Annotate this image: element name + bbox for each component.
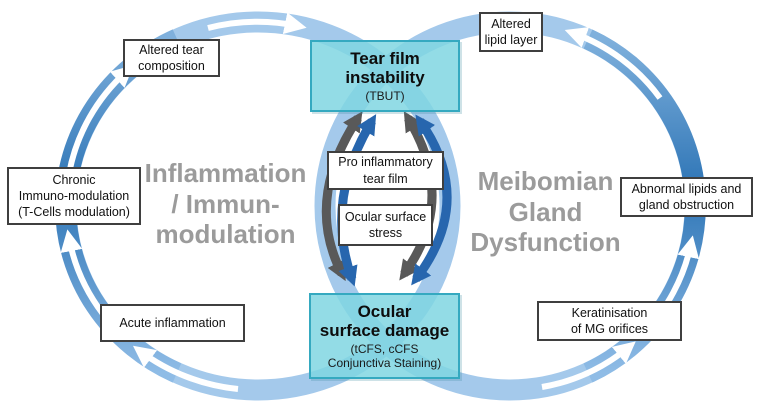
left-cycle-title: Inflammation / Immun- modulation — [144, 158, 307, 250]
hub-ocular-damage-subtitle: (tCFS, cCFS Conjunctiva Staining) — [327, 341, 442, 371]
center-blue-arc-right — [411, 114, 452, 286]
left-ring-arrow-lower-left — [60, 229, 106, 316]
node-altered-tear-composition: Altered tear composition — [123, 39, 220, 77]
left-ring-arrow-upper-left — [66, 65, 134, 175]
node-chronic-immuno-modulation: Chronic Immuno-modulation (T-Cells modul… — [7, 167, 141, 225]
hub-ocular-surface-damage: Ocular surface damage (tCFS, cCFS Conjun… — [309, 293, 460, 379]
center-blue-arc-left — [337, 114, 377, 287]
hub-tear-film-title: Tear film instability — [345, 48, 425, 87]
node-acute-inflammation: Acute inflammation — [100, 304, 245, 342]
node-pro-inflammatory-tear-film: Pro inflammatory tear film — [327, 151, 444, 190]
hub-tear-film-instability: Tear film instability (TBUT) — [310, 40, 460, 112]
node-abnormal-lipids-gland-obstruction: Abnormal lipids and gland obstruction — [620, 177, 753, 217]
hub-tear-film-subtitle: (TBUT) — [365, 88, 405, 103]
right-ring-arrow-bottom — [541, 341, 636, 390]
right-cycle-title: Meibomian Gland Dysfunction — [470, 166, 621, 258]
left-ring-arrow-bottom — [132, 345, 239, 392]
right-ring-arrow-upper-right — [564, 27, 663, 100]
node-ocular-surface-stress: Ocular surface stress — [338, 204, 433, 246]
node-altered-lipid-layer: Altered lipid layer — [479, 12, 543, 52]
left-ring-arrow-top — [207, 12, 307, 35]
node-keratinisation-mg-orifices: Keratinisation of MG orifices — [537, 301, 682, 341]
hub-ocular-damage-title: Ocular surface damage — [319, 301, 450, 340]
